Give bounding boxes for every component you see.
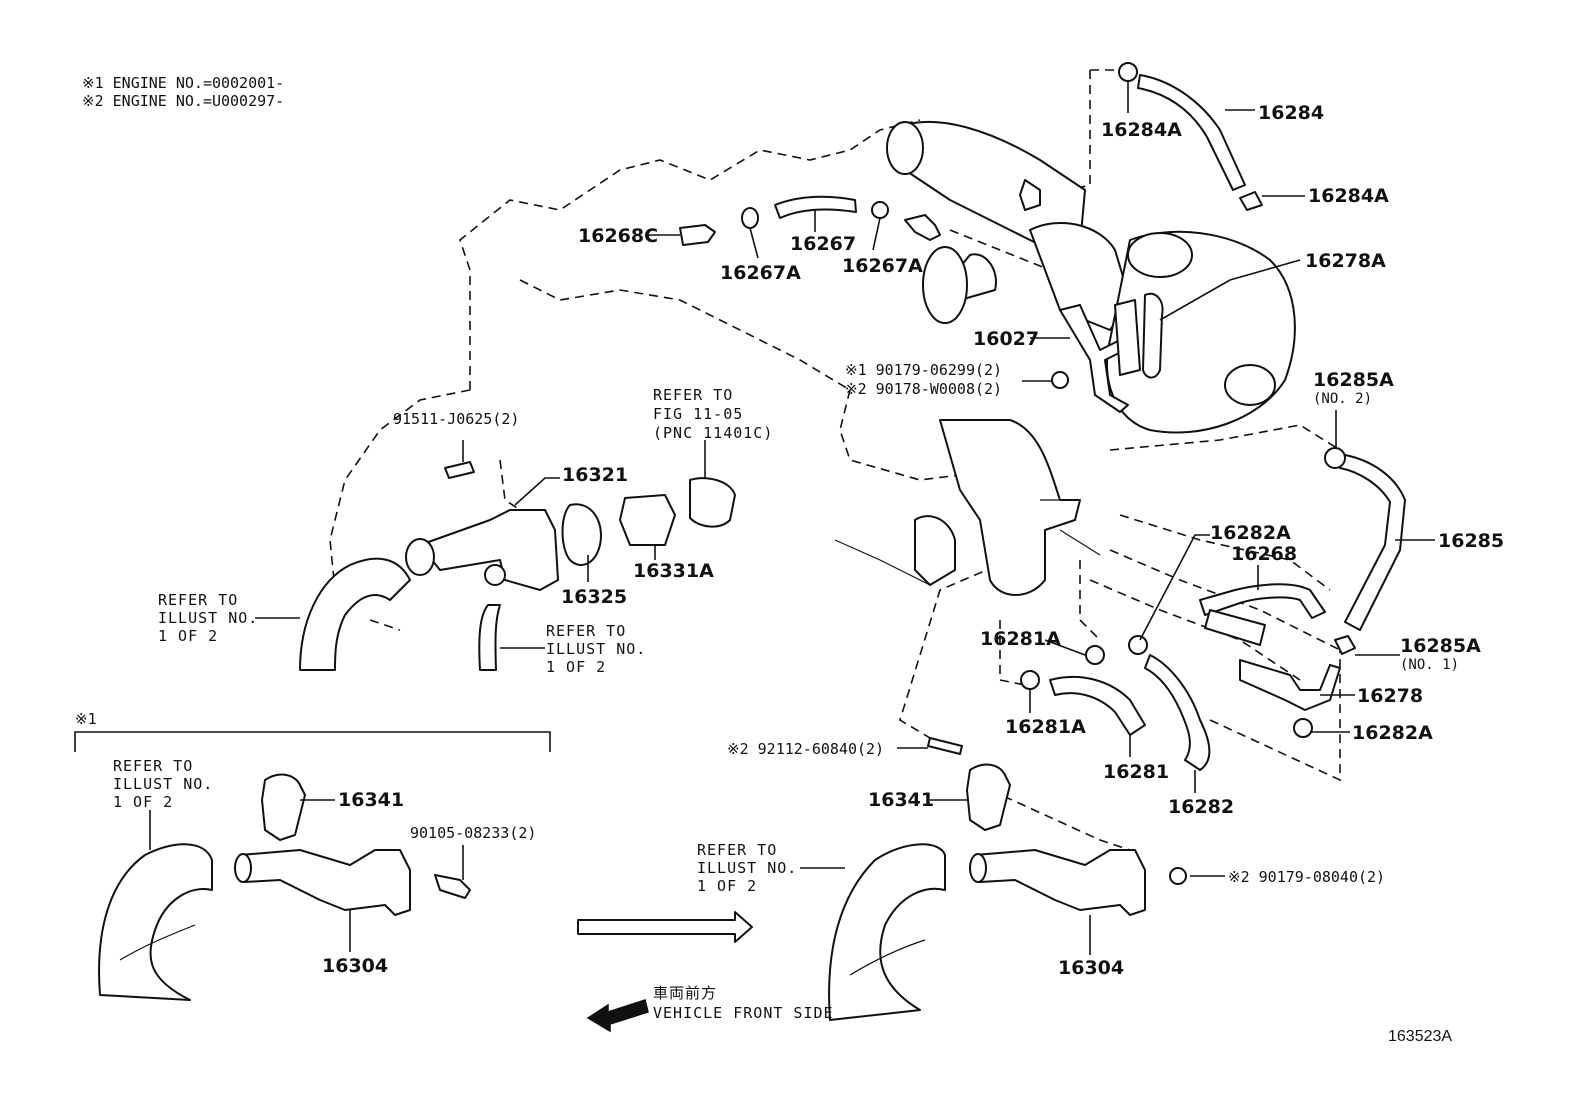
variant-box <box>74 731 551 1001</box>
refer-fig-line2: FIG 11-05 <box>653 405 743 423</box>
label-16282A-bottom[interactable]: 16282A <box>1352 722 1433 744</box>
engine-note-2: ※2 ENGINE NO.=U000297- <box>82 92 284 110</box>
refer-illust-mid-line3: 1 OF 2 <box>546 658 606 676</box>
hoses-16268-16278 <box>1199 583 1341 738</box>
label-bolt-08233[interactable]: 90105-08233(2) <box>410 824 536 842</box>
refer-illust-right-line3: 1 OF 2 <box>697 877 757 895</box>
label-16027[interactable]: 16027 <box>973 328 1039 350</box>
label-16267A-right[interactable]: 16267A <box>842 255 923 277</box>
refer-fig-line1: REFER TO <box>653 386 733 404</box>
refer-illust-right-line1: REFER TO <box>697 841 777 859</box>
label-16304-right[interactable]: 16304 <box>1058 957 1124 979</box>
label-16268C[interactable]: 16268C <box>578 225 658 247</box>
direction-label-en: VEHICLE FRONT SIDE <box>653 1004 834 1022</box>
lower-right-assembly <box>828 737 1187 1021</box>
label-16278[interactable]: 16278 <box>1357 685 1423 707</box>
refer-illust-box-line1: REFER TO <box>113 757 193 775</box>
label-16325[interactable]: 16325 <box>561 586 627 608</box>
refer-illust-left-line2: ILLUST NO. <box>158 609 258 627</box>
refer-illust-box-line3: 1 OF 2 <box>113 793 173 811</box>
label-bolt-06299[interactable]: ※1 90179-06299(2) <box>845 361 1002 379</box>
radiator-hoses-upper <box>299 557 501 671</box>
label-16267[interactable]: 16267 <box>790 233 856 255</box>
label-16285A-no2[interactable]: 16285A <box>1313 369 1394 391</box>
label-16285A-no1[interactable]: 16285A <box>1400 635 1481 657</box>
label-16281A-bottom[interactable]: 16281A <box>1005 716 1086 738</box>
label-16285A-no2-sub: (NO. 2) <box>1313 391 1372 407</box>
leader-lines <box>149 80 1435 955</box>
label-16267A-left[interactable]: 16267A <box>720 262 801 284</box>
label-16281[interactable]: 16281 <box>1103 761 1169 783</box>
refer-illust-mid-line1: REFER TO <box>546 622 626 640</box>
direction-label-jp: 車両前方 <box>653 984 717 1002</box>
label-stud-60840[interactable]: ※2 92112-60840(2) <box>727 740 884 758</box>
refer-illust-mid-line2: ILLUST NO. <box>546 640 646 658</box>
label-16278A[interactable]: 16278A <box>1305 250 1386 272</box>
pipe-16027 <box>1051 292 1164 413</box>
refer-illust-box-line2: ILLUST NO. <box>113 775 213 793</box>
label-16331A[interactable]: 16331A <box>633 560 714 582</box>
refer-fig-line3: (PNC 11401C) <box>653 424 773 442</box>
hose-16285 <box>1324 447 1406 655</box>
water-outlet-16321 <box>405 461 736 591</box>
refer-illust-left-line3: 1 OF 2 <box>158 627 218 645</box>
label-nut-08040[interactable]: ※2 90179-08040(2) <box>1228 868 1385 886</box>
engine-note-1: ※1 ENGINE NO.=0002001- <box>82 74 284 92</box>
label-bolt-91511[interactable]: 91511-J0625(2) <box>393 410 519 428</box>
label-16285A-no1-sub: (NO. 1) <box>1400 657 1459 673</box>
variant-box-marker: ※1 <box>75 710 97 728</box>
refer-illust-left-line1: REFER TO <box>158 591 238 609</box>
label-bolt-W0008[interactable]: ※2 90178-W0008(2) <box>845 380 1002 398</box>
label-16284A-top[interactable]: 16284A <box>1101 119 1182 141</box>
label-16284[interactable]: 16284 <box>1258 102 1324 124</box>
figure-id: 163523A <box>1388 1028 1452 1045</box>
label-16341-box[interactable]: 16341 <box>338 789 404 811</box>
hose-16284 <box>1118 62 1263 211</box>
label-16321[interactable]: 16321 <box>562 464 628 486</box>
hoses-16281-16282 <box>1020 635 1211 771</box>
label-16284A-right[interactable]: 16284A <box>1308 185 1389 207</box>
label-16341-right[interactable]: 16341 <box>868 789 934 811</box>
hose-16267 <box>679 195 941 246</box>
label-16281A-top[interactable]: 16281A <box>980 628 1061 650</box>
label-16304-box[interactable]: 16304 <box>322 955 388 977</box>
turbo-assembly <box>834 120 1296 596</box>
label-16268[interactable]: 16268 <box>1231 543 1297 565</box>
label-16282[interactable]: 16282 <box>1168 796 1234 818</box>
direction-arrow <box>577 911 753 1033</box>
label-16282A-top[interactable]: 16282A <box>1210 522 1291 544</box>
refer-illust-right-line2: ILLUST NO. <box>697 859 797 877</box>
label-16285[interactable]: 16285 <box>1438 530 1504 552</box>
